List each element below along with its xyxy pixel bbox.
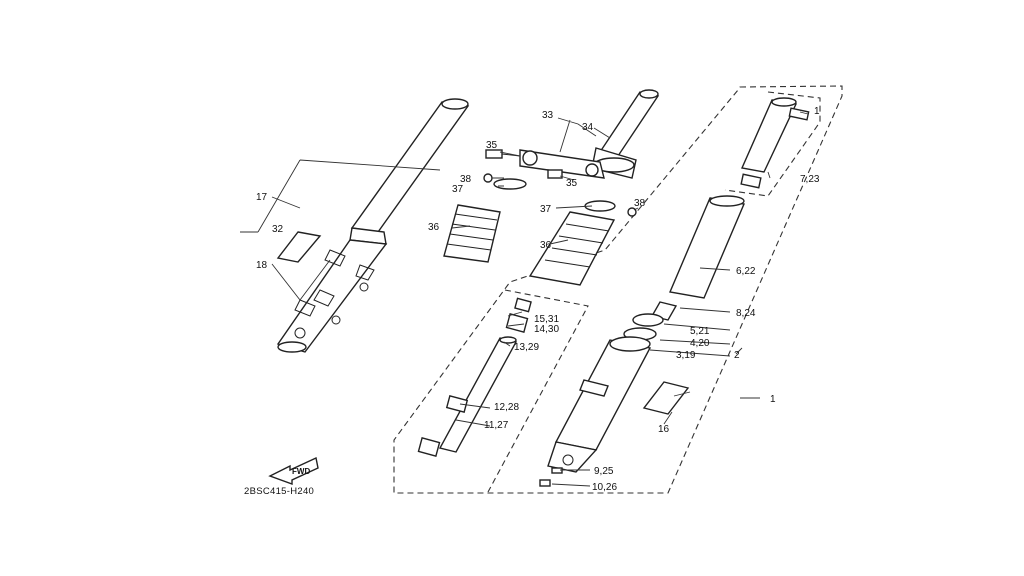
dust-boot-left — [443, 204, 501, 263]
part-label-4-20: 4,20 — [690, 338, 710, 349]
bolt-10-26 — [539, 479, 551, 487]
part-label-17: 17 — [256, 192, 268, 203]
diagram-code: 2BSC415-H240 — [244, 486, 314, 497]
dust-boot-right — [528, 211, 616, 286]
damper-tube — [669, 195, 745, 299]
group-outline-lower-inner — [487, 289, 589, 493]
part-label-11-27: 11,27 — [484, 420, 509, 431]
part-label-7-23: 7,23 — [800, 174, 820, 185]
steering-stem — [591, 89, 660, 179]
part-label-1b: 1 — [814, 106, 820, 117]
part-label-37b: 37 — [540, 204, 552, 215]
leader-17 — [240, 159, 441, 233]
bolt-38a — [483, 173, 493, 183]
inner-tube-left — [417, 297, 532, 457]
inner-tube-right — [740, 97, 810, 189]
part-label-6-22: 6,22 — [736, 266, 756, 277]
outer-tube-left — [276, 98, 470, 353]
part-label-35b: 35 — [566, 178, 578, 189]
part-label-32: 32 — [272, 224, 284, 235]
part-label-9-25: 9,25 — [594, 466, 614, 477]
outer-tube-right — [547, 336, 652, 473]
part-label-12-28: 12,28 — [494, 402, 519, 413]
forward-arrow-icon: FWD — [268, 456, 319, 485]
part-label-35a: 35 — [486, 140, 498, 151]
part-label-13-29: 13,29 — [514, 342, 539, 353]
reflector-part-16 — [642, 381, 690, 415]
part-label-8-24: 8,24 — [736, 308, 756, 319]
part-label-38b: 38 — [634, 198, 646, 209]
part-label-15-31: 15,31 — [534, 314, 559, 325]
bolt-35a — [485, 149, 521, 159]
group-outline-top-right — [724, 91, 821, 197]
group-outline-right — [393, 85, 843, 494]
part-label-2: 2 — [734, 350, 740, 361]
part-label-1: 1 — [770, 394, 776, 405]
part-label-14-30: 14,30 — [534, 324, 559, 335]
part-label-3-19: 3,19 — [676, 350, 696, 361]
reflector-part-32 — [276, 231, 322, 263]
dust-seal-37a — [493, 178, 527, 190]
part-label-36a: 36 — [428, 222, 440, 233]
part-label-34: 34 — [582, 122, 594, 133]
part-label-16: 16 — [658, 424, 670, 435]
part-label-37a: 37 — [452, 184, 464, 195]
bolt-35b — [547, 169, 563, 179]
leaders — [451, 111, 809, 487]
leader-18 — [271, 259, 331, 301]
washer-9-25 — [551, 467, 563, 474]
part-label-10-26: 10,26 — [592, 482, 617, 493]
part-label-5-21: 5,21 — [690, 326, 710, 337]
part-label-18: 18 — [256, 260, 268, 271]
part-label-38a: 38 — [460, 174, 472, 185]
fwd-label: FWD — [292, 467, 310, 476]
part-label-33: 33 — [542, 110, 554, 121]
under-bracket — [519, 149, 605, 179]
part-label-36b: 36 — [540, 240, 552, 251]
